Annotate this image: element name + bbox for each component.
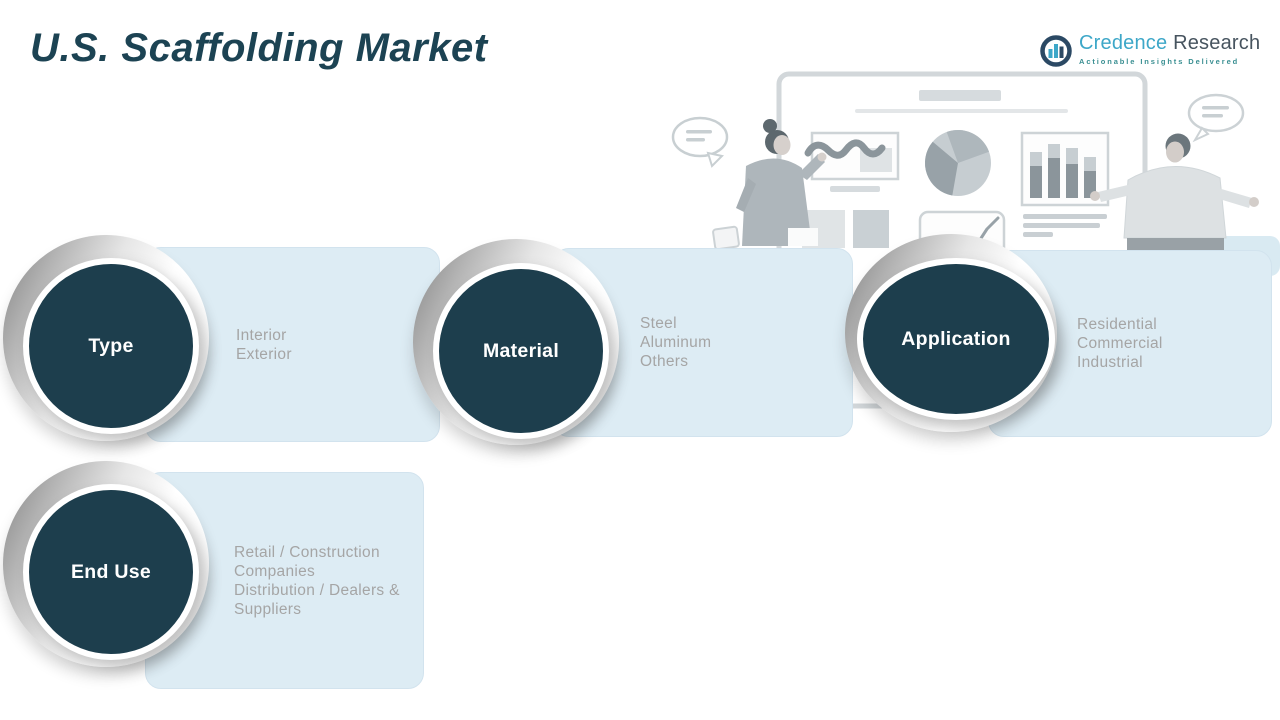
brand-name: Credence Research <box>1079 31 1260 55</box>
segment-label: Type <box>88 334 134 357</box>
speech-bubble-left-icon <box>671 116 729 168</box>
segment-item: Aluminum <box>640 334 712 351</box>
segment-label: Application <box>901 327 1011 350</box>
presenter-woman <box>712 119 827 251</box>
segment-item: Retail / Construction Companies <box>234 543 380 580</box>
segment-item: Steel <box>640 315 677 332</box>
pie-chart-icon <box>924 130 991 196</box>
segment-item: Commercial <box>1077 335 1163 352</box>
speech-bubble-right-icon <box>1187 93 1245 143</box>
segment-badge-end-use: End Use <box>23 484 199 660</box>
brand-name-first: Credence <box>1079 32 1168 54</box>
logo-bar-chart-icon <box>1040 35 1072 67</box>
logo-text-block: Credence Research Actionable Insights De… <box>1079 31 1260 68</box>
segment-item: Others <box>640 353 689 370</box>
segment-badge-application: Application <box>857 258 1055 420</box>
segment-item: Interior <box>236 326 287 344</box>
page-title: U.S. Scaffolding Market <box>30 26 488 70</box>
brand-tagline: Actionable Insights Delivered <box>1079 57 1240 66</box>
segment-label: End Use <box>70 560 152 583</box>
segment-badge-material: Material <box>433 263 609 439</box>
text-lines <box>1023 214 1107 237</box>
segment-item: Industrial <box>1077 354 1143 371</box>
segment-label: Material <box>482 339 560 362</box>
credence-research-logo: Credence Research Actionable Insights De… <box>1038 31 1260 68</box>
segment-item: Exterior <box>236 345 292 363</box>
segment-item: Residential <box>1077 316 1157 333</box>
brand-name-second: Research <box>1173 32 1261 54</box>
segment-badge-type: Type <box>23 258 199 434</box>
bar-chart-icon <box>1020 131 1110 207</box>
segment-item: Distribution / Dealers & Suppliers <box>234 581 400 618</box>
